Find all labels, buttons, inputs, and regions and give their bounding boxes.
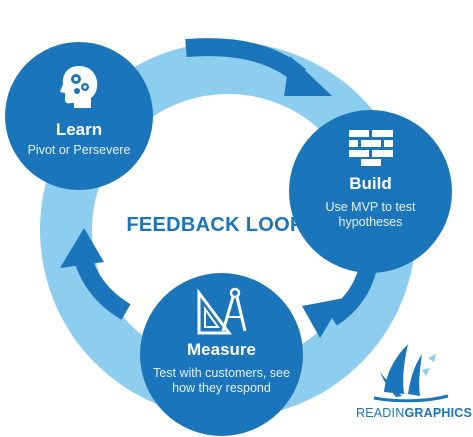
node-build-subtitle: Use MVP to test hypotheses — [325, 200, 416, 229]
brand-wordmark: READINGRAPHICS — [356, 406, 472, 420]
node-learn: Learn Pivot or Persevere — [5, 42, 153, 190]
node-measure: Measure Test with customers, see how the… — [140, 273, 303, 436]
sailboat-logo-icon — [373, 344, 449, 403]
node-build-title: Build — [349, 174, 392, 193]
arrow-build-to-measure — [302, 265, 377, 338]
arrow-learn-to-build — [185, 38, 332, 96]
node-learn-title: Learn — [55, 120, 103, 139]
node-measure-subtitle: Test with customers, see how they respon… — [153, 366, 290, 395]
ruler-compass-icon — [197, 287, 247, 340]
node-build: Build Use MVP to test hypotheses — [289, 110, 452, 273]
brand-wordmark-part2: GRAPHICS — [404, 406, 473, 420]
head-gears-icon — [59, 64, 99, 113]
brand-wordmark-part1: READIN — [356, 406, 405, 420]
brand-logo: READINGRAPHICS — [356, 340, 472, 430]
loop-label: FEEDBACK LOOP — [126, 214, 304, 236]
node-measure-title: Measure — [187, 340, 256, 359]
bricks-icon — [348, 130, 393, 171]
arrow-measure-to-learn — [60, 228, 131, 320]
node-learn-subtitle: Pivot or Persevere — [27, 143, 131, 157]
